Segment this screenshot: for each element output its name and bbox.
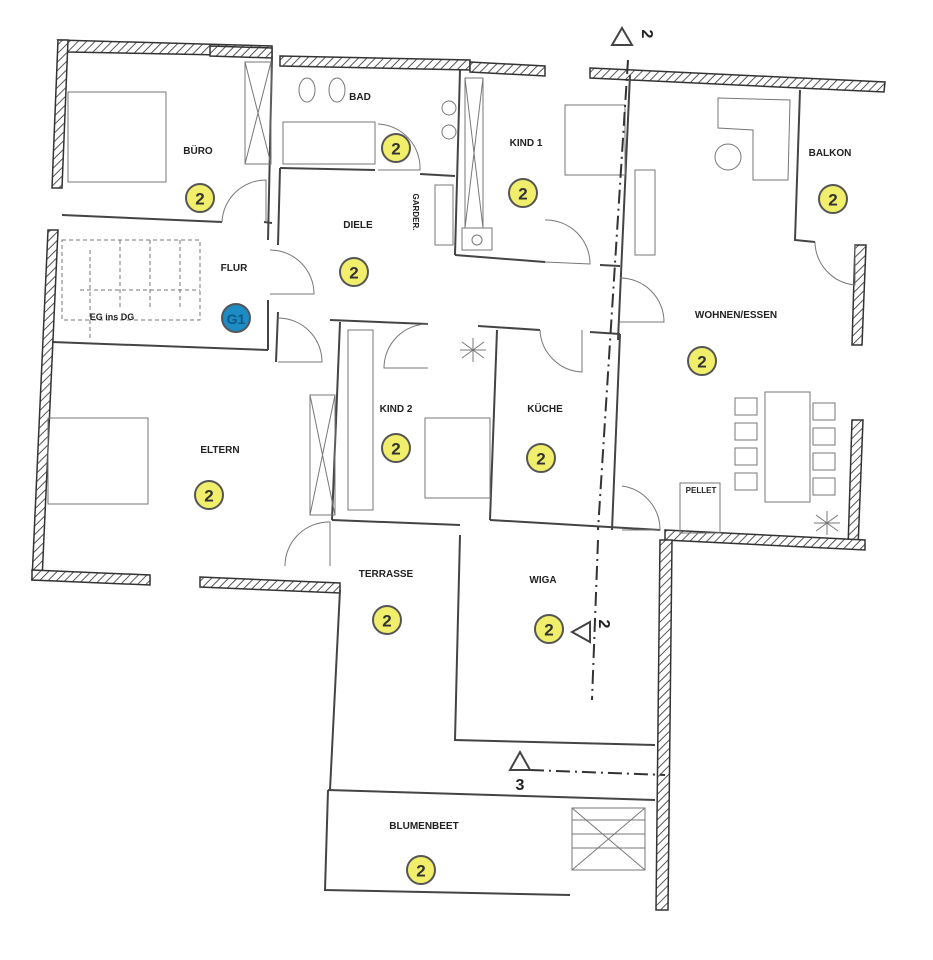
svg-text:2: 2 bbox=[536, 450, 545, 469]
svg-text:2: 2 bbox=[416, 862, 425, 881]
room-label-eltern: ELTERN bbox=[200, 445, 239, 456]
svg-text:2: 2 bbox=[204, 487, 213, 506]
room-label-flur: FLUR bbox=[221, 263, 248, 274]
room-label-kind1: KIND 1 bbox=[510, 138, 543, 149]
svg-text:2: 2 bbox=[382, 612, 391, 631]
svg-text:2: 2 bbox=[391, 140, 400, 159]
doors bbox=[221, 123, 856, 567]
badge-balkon: 2 bbox=[818, 184, 848, 214]
badge-blumenbeet: 2 bbox=[406, 855, 436, 885]
badge-wohnen: 2 bbox=[687, 346, 717, 376]
section-marker-middle-icon bbox=[569, 620, 591, 644]
room-label-diele: DIELE bbox=[343, 220, 373, 231]
room-label-wiga: WIGA bbox=[529, 575, 556, 586]
section-label-middle: 2 bbox=[595, 620, 612, 629]
svg-text:2: 2 bbox=[544, 621, 553, 640]
section-marker-bottom-icon bbox=[508, 749, 532, 771]
svg-text:2: 2 bbox=[349, 264, 358, 283]
outer-walls bbox=[31, 39, 886, 911]
svg-text:G1: G1 bbox=[227, 311, 246, 327]
section-label-top: 2 bbox=[638, 30, 655, 39]
stairs-label: EG ins DG bbox=[90, 312, 135, 322]
room-label-terrasse: TERRASSE bbox=[359, 569, 414, 580]
room-label-kueche: KÜCHE bbox=[527, 402, 563, 415]
svg-text:2: 2 bbox=[697, 353, 706, 372]
room-label-kind2: KIND 2 bbox=[380, 404, 413, 415]
badge-kind1: 2 bbox=[508, 178, 538, 208]
room-label-wohnen: WOHNEN/ESSEN bbox=[695, 310, 777, 321]
garderobe-label: GARDER. bbox=[411, 194, 420, 231]
pellet-label: PELLET bbox=[686, 486, 717, 495]
ceiling-light-icon bbox=[460, 338, 840, 535]
badge-wiga: 2 bbox=[534, 614, 564, 644]
room-badges: 2 2 2 2 2 G1 2 2 2 2 2 2 2 bbox=[185, 133, 848, 885]
badge-bueo: 2 bbox=[185, 183, 215, 213]
badge-bad: 2 bbox=[381, 133, 411, 163]
furniture bbox=[47, 61, 836, 871]
badge-eltern: 2 bbox=[194, 480, 224, 510]
room-labels: BÜRO BAD KIND 1 BALKON DIELE FLUR WOHNEN… bbox=[90, 92, 852, 832]
section-lines bbox=[508, 26, 666, 776]
section-label-bottom: 3 bbox=[516, 777, 525, 794]
section-marker-top-icon bbox=[610, 26, 634, 46]
svg-text:2: 2 bbox=[195, 190, 204, 209]
badge-terrasse: 2 bbox=[372, 605, 402, 635]
svg-text:2: 2 bbox=[518, 185, 527, 204]
interior-walls bbox=[51, 55, 816, 896]
svg-text:2: 2 bbox=[391, 440, 400, 459]
room-label-blumenbeet: BLUMENBEET bbox=[389, 821, 458, 832]
badge-kueche: 2 bbox=[526, 443, 556, 473]
badge-flur: G1 bbox=[221, 303, 251, 333]
room-label-bueo: BÜRO bbox=[183, 144, 213, 157]
badge-diele: 2 bbox=[339, 257, 369, 287]
svg-text:2: 2 bbox=[828, 191, 837, 210]
badge-kind2: 2 bbox=[381, 433, 411, 463]
room-label-bad: BAD bbox=[349, 92, 371, 103]
room-label-balkon: BALKON bbox=[809, 148, 852, 159]
